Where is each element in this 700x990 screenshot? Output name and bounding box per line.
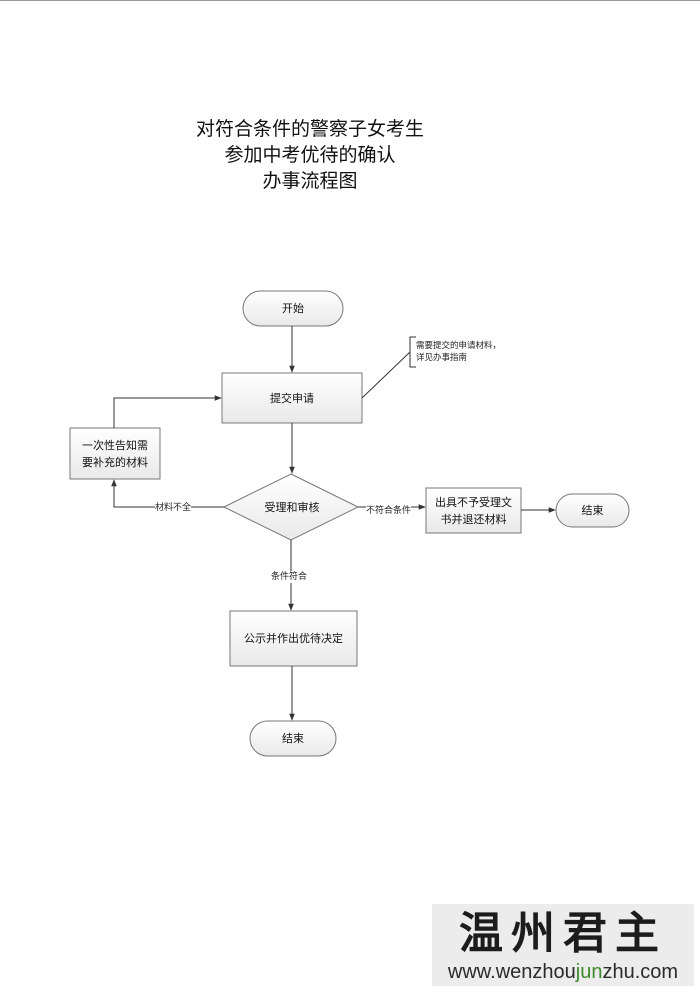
top-border-line xyxy=(0,0,700,1)
edge-label-incomplete: 材料不全 xyxy=(155,502,192,514)
watermark-chars: 温州君主 xyxy=(459,908,667,959)
end-right-node xyxy=(555,493,630,528)
diagram-title-line-2: 参加中考优待的确认 xyxy=(224,144,396,166)
end-right-label: 结束 xyxy=(581,504,604,517)
end-bottom-node xyxy=(249,720,337,757)
accept-label: 受理和审核 xyxy=(264,500,320,514)
start-node xyxy=(242,290,344,327)
annotation-bracket xyxy=(409,336,416,368)
start-label: 开始 xyxy=(282,302,304,315)
edge-label-not-qualified: 不符合条件 xyxy=(366,505,412,517)
publicize-label: 公示并作出优待决定 xyxy=(244,632,343,645)
watermark-logo: 温州君主 www.wenzhoujunzhu.com xyxy=(432,904,694,986)
diagram-title-line-1: 对符合条件的警察子女考生 xyxy=(195,118,424,140)
notify-supplement-node xyxy=(69,427,161,480)
edge-label-qualified: 条件符合 xyxy=(271,571,308,583)
annotation-leader-line xyxy=(361,351,411,399)
publicize-decision-node xyxy=(229,610,358,667)
diagram-title-line-3: 办事流程图 xyxy=(262,170,358,192)
reject-label: 出具不予受理文 书并退还材料 xyxy=(435,495,512,526)
annotation-note: 需要提交的申请材料， 详见办事指南 xyxy=(416,341,502,363)
edge-notify-to-submit xyxy=(113,395,222,428)
flowchart xyxy=(69,290,630,757)
end-bottom-label: 结束 xyxy=(282,732,304,745)
watermark-url: www.wenzhoujunzhu.com xyxy=(447,961,679,983)
submit-label: 提交申请 xyxy=(270,391,314,405)
notify-label: 一次性告知需 要补充的材料 xyxy=(82,438,148,469)
